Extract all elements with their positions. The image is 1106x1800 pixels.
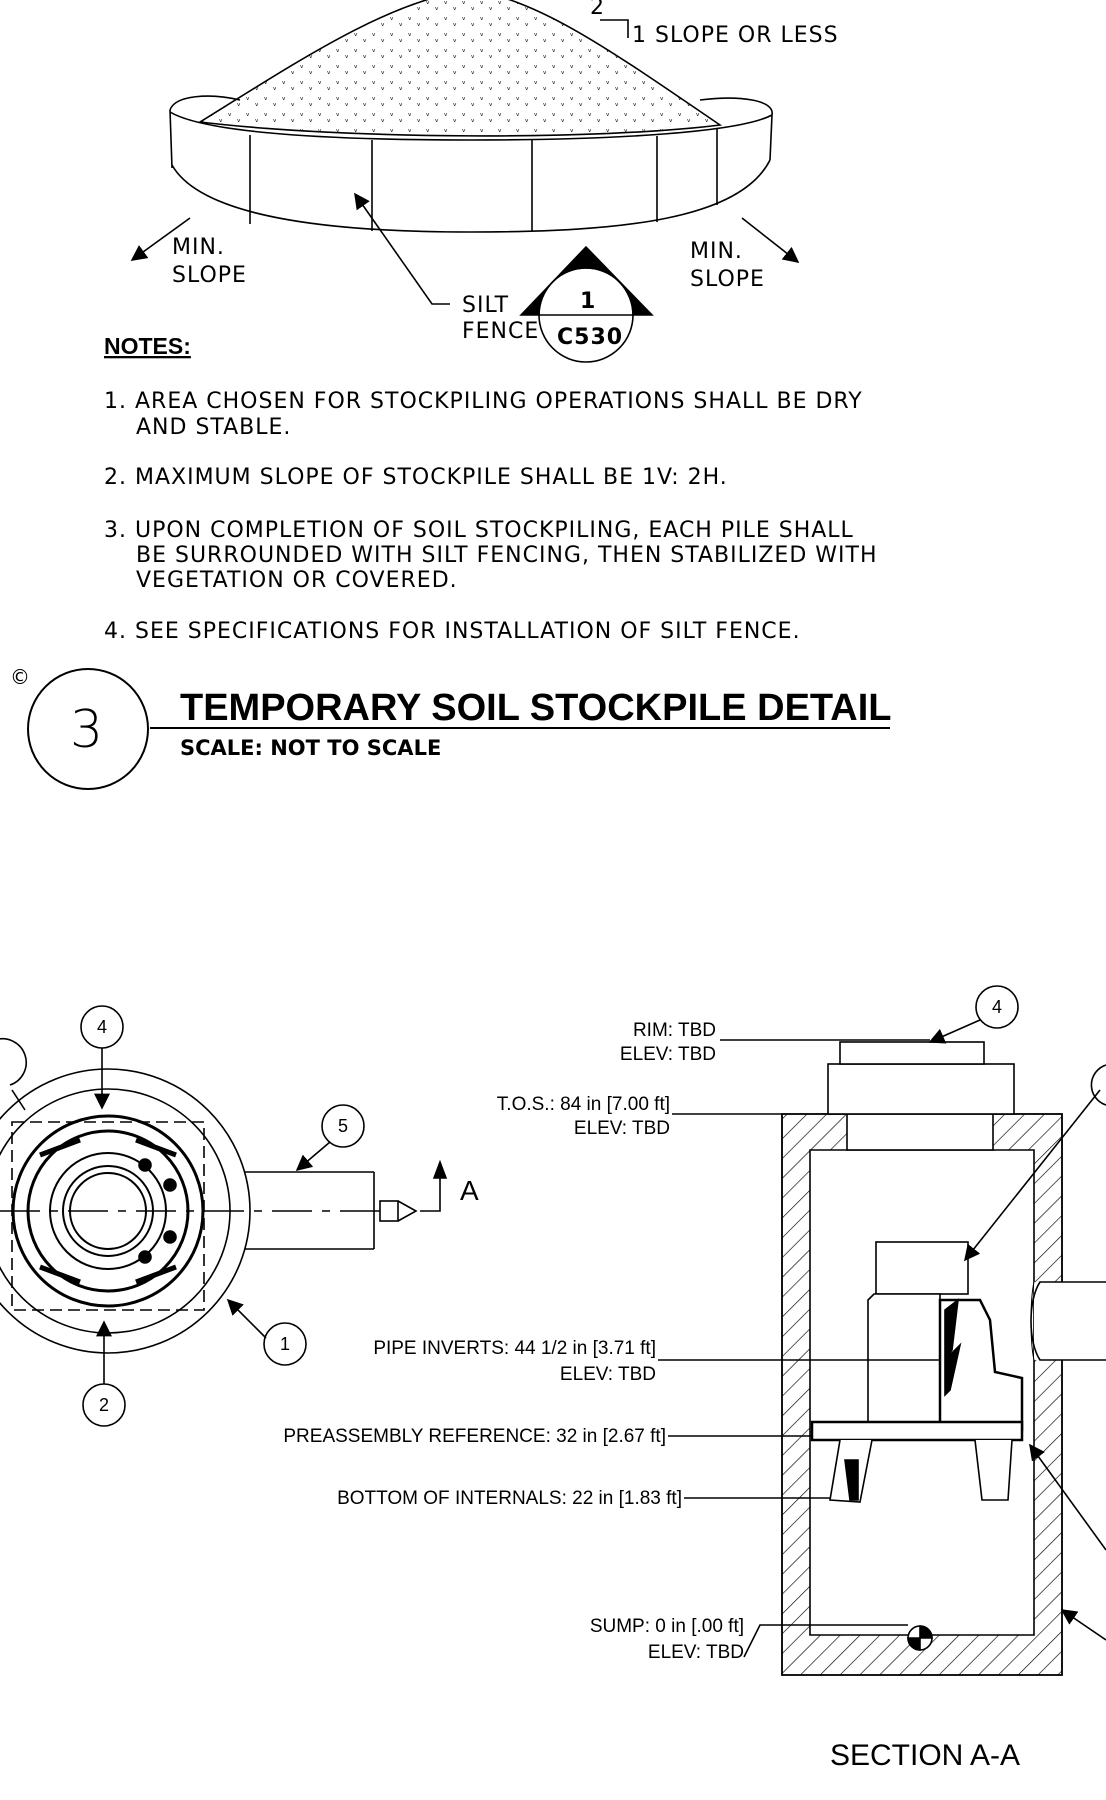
detail-number: 3: [70, 700, 103, 760]
plan-callout-5-bubble: [321, 1104, 365, 1148]
section-callout-4-number: 4: [992, 997, 1002, 1017]
note-1-line-1: 1. AREA CHOSEN FOR STOCKPILING OPERATION…: [104, 389, 863, 414]
rim-label: RIM: TBD: [633, 1020, 716, 1041]
slope-ratio-text: 1 SLOPE OR LESS: [632, 23, 839, 48]
bottom-of-internals-label: BOTTOM OF INTERNALS: 22 in [1.83 ft]: [337, 1488, 682, 1509]
silt-fence-label-line2: FENCE: [462, 319, 539, 344]
section-cut-mark: A: [460, 1175, 479, 1206]
min-slope-right-line1: MIN.: [690, 239, 743, 264]
stockpile-detail: [130, 0, 800, 363]
notes-heading: NOTES:: [104, 333, 191, 359]
reference-sheet-number: C530: [557, 325, 623, 350]
detail-scale: SCALE: NOT TO SCALE: [180, 736, 441, 760]
detail-title: TEMPORARY SOIL STOCKPILE DETAIL: [180, 687, 892, 729]
stockpile-mound: [197, 0, 723, 137]
slope-ratio-number: 2: [590, 0, 605, 20]
silt-fence-leader: [354, 192, 450, 305]
note-1-line-2: AND STABLE.: [136, 415, 291, 440]
note-2-line-1: 2. MAXIMUM SLOPE OF STOCKPILE SHALL BE 1…: [104, 465, 728, 490]
detail-number-bubble: [27, 668, 149, 790]
plan-callout-4-number: 4: [97, 1017, 107, 1037]
tos-elev-label: ELEV: TBD: [574, 1118, 670, 1139]
plan-callout-1-bubble: [263, 1322, 307, 1366]
sump-elev-label: ELEV: TBD: [648, 1642, 744, 1663]
min-slope-left-line1: MIN.: [172, 235, 225, 260]
note-3-line-1: 3. UPON COMPLETION OF SOIL STOCKPILING, …: [104, 518, 854, 543]
reference-detail-number: 1: [580, 289, 596, 314]
silt-fence-label-line1: SILT: [462, 293, 509, 318]
min-slope-left-arrow: [130, 217, 191, 261]
pipe-inverts-label: PIPE INVERTS: 44 1/2 in [3.71 ft]: [373, 1338, 656, 1359]
structure-outer-circle: [0, 1068, 251, 1354]
min-slope-right-arrow: [741, 217, 800, 263]
plan-callout-1-number: 1: [280, 1334, 290, 1354]
plan-callout-5-number: 5: [338, 1116, 348, 1136]
silt-fence-top: [169, 95, 773, 116]
note-4-line-1: 4. SEE SPECIFICATIONS FOR INSTALLATION O…: [104, 619, 801, 644]
min-slope-left-line2: SLOPE: [172, 263, 247, 288]
note-3-line-3: VEGETATION OR COVERED.: [136, 568, 458, 593]
section-view: [658, 985, 1106, 1676]
section-title: SECTION A-A: [830, 1739, 1020, 1772]
note-3-line-2: BE SURROUNDED WITH SILT FENCING, THEN ST…: [136, 543, 878, 568]
preassembly-reference-label: PREASSEMBLY REFERENCE: 32 in [2.67 ft]: [283, 1426, 666, 1447]
silt-fence-base: [171, 159, 771, 233]
notes-list: 1. AREA CHOSEN FOR STOCKPILING OPERATION…: [104, 389, 878, 644]
tos-label: T.O.S.: 84 in [7.00 ft]: [497, 1094, 670, 1115]
plan-callout-2-number: 2: [99, 1395, 109, 1415]
plan-view: [0, 1005, 448, 1427]
pipe-inverts-elev-label: ELEV: TBD: [560, 1364, 656, 1385]
min-slope-right-line2: SLOPE: [690, 267, 765, 292]
section-callout-4-bubble: [975, 985, 1019, 1029]
rim-elev-label: ELEV: TBD: [620, 1044, 716, 1065]
copyright-mark: ©: [10, 665, 30, 689]
sump-label: SUMP: 0 in [.00 ft]: [590, 1616, 744, 1637]
